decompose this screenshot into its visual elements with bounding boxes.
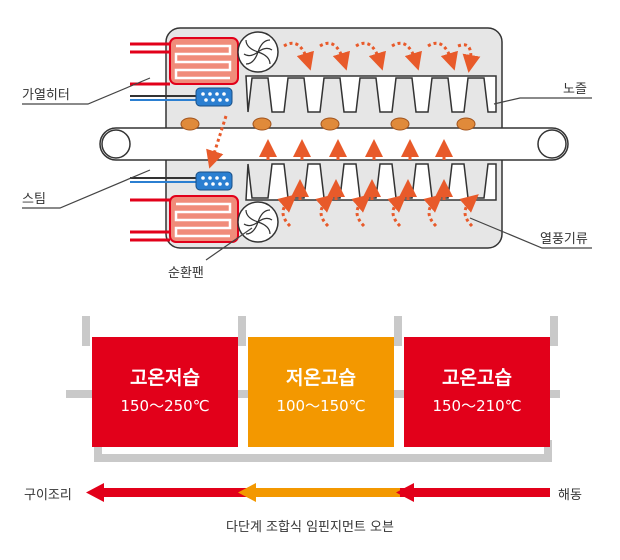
stage-high-temp-high-humidity: 고온고습 150～210℃ bbox=[404, 337, 550, 447]
heater-pipes-bottom bbox=[130, 198, 170, 242]
oven-diagram bbox=[22, 27, 592, 261]
arrow-head-mid-orange bbox=[238, 483, 256, 502]
airflow-bottom bbox=[259, 139, 479, 228]
circulation-fan-bottom bbox=[237, 201, 279, 243]
stage-range: 150～210℃ bbox=[432, 397, 522, 415]
label-thawing: 해동 bbox=[558, 488, 582, 503]
label-steam: 스팀 bbox=[22, 192, 46, 207]
stage-low-temp-high-humidity: 저온고습 100～150℃ bbox=[248, 337, 394, 447]
steam-pipe-top bbox=[130, 87, 233, 107]
process-arrow bbox=[86, 483, 550, 502]
stage-range: 100～150℃ bbox=[276, 397, 366, 415]
label-airflow: 열풍기류 bbox=[540, 232, 588, 247]
label-nozzle: 노즐 bbox=[563, 82, 587, 97]
heater-coil-top bbox=[169, 37, 239, 85]
stage-title: 고온고습 bbox=[442, 367, 512, 389]
heater-coil-bottom bbox=[169, 195, 239, 243]
label-grilling: 구이조리 bbox=[24, 488, 72, 503]
leader-lines bbox=[22, 77, 592, 261]
circulation-fan-top bbox=[237, 31, 279, 73]
stage-high-temp-low-humidity: 고온저습 150～250℃ bbox=[92, 337, 238, 447]
caption: 다단계 조합식 임핀지먼트 오븐 bbox=[226, 520, 394, 535]
arrow-head-mid-red bbox=[396, 483, 414, 502]
arrow-head-left bbox=[86, 483, 104, 502]
nozzle-row-top bbox=[245, 75, 497, 113]
food-items bbox=[180, 117, 476, 131]
airflow-top bbox=[206, 41, 481, 169]
label-fan: 순환팬 bbox=[168, 266, 204, 281]
stage-title: 고온저습 bbox=[130, 367, 200, 389]
stage-range: 150～250℃ bbox=[120, 397, 210, 415]
steam-pipe-bottom bbox=[130, 171, 233, 191]
stage-title: 저온고습 bbox=[286, 367, 356, 389]
conveyor-belt bbox=[99, 127, 569, 161]
label-heater: 가열히터 bbox=[22, 88, 70, 103]
